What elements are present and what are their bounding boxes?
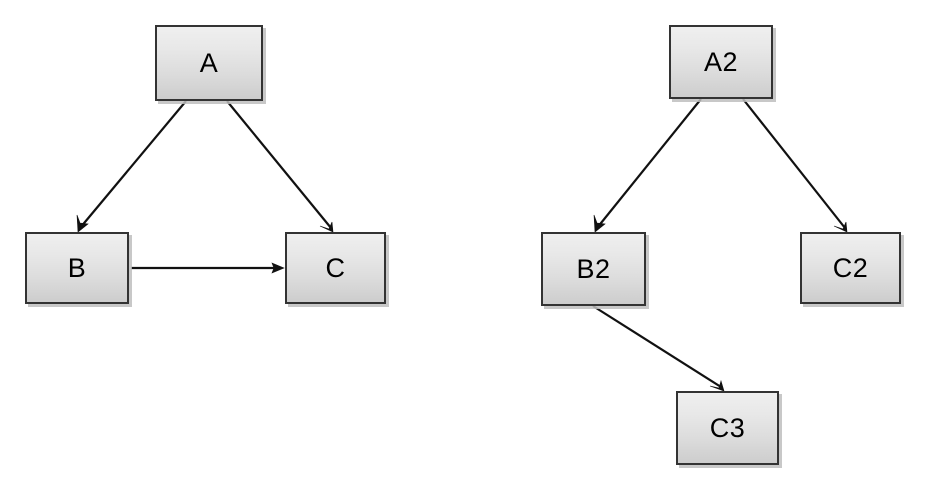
node-c2[interactable]: C2 [800, 232, 901, 304]
node-a[interactable]: A [155, 25, 263, 101]
node-c2-label: C2 [832, 252, 869, 283]
node-b2[interactable]: B2 [541, 232, 646, 306]
edge-a-to-c[interactable] [226, 100, 334, 233]
edge-a2-to-b2[interactable] [593, 98, 702, 233]
edge-b2-to-c3[interactable] [592, 305, 725, 392]
node-a-label: A [199, 47, 219, 78]
edge-a-to-b[interactable] [76, 100, 187, 233]
node-c-label: C [325, 252, 346, 283]
node-c[interactable]: C [285, 232, 386, 304]
node-b-label: B [67, 252, 87, 283]
edge-a2-to-c2[interactable] [742, 98, 848, 233]
node-c3[interactable]: C3 [676, 391, 779, 465]
node-c3-label: C3 [709, 412, 746, 443]
node-a2-label: A2 [703, 46, 739, 77]
node-b[interactable]: B [25, 232, 129, 304]
edge-b-to-c[interactable] [131, 262, 285, 274]
node-a2[interactable]: A2 [669, 25, 773, 99]
node-b2-label: B2 [576, 253, 611, 284]
